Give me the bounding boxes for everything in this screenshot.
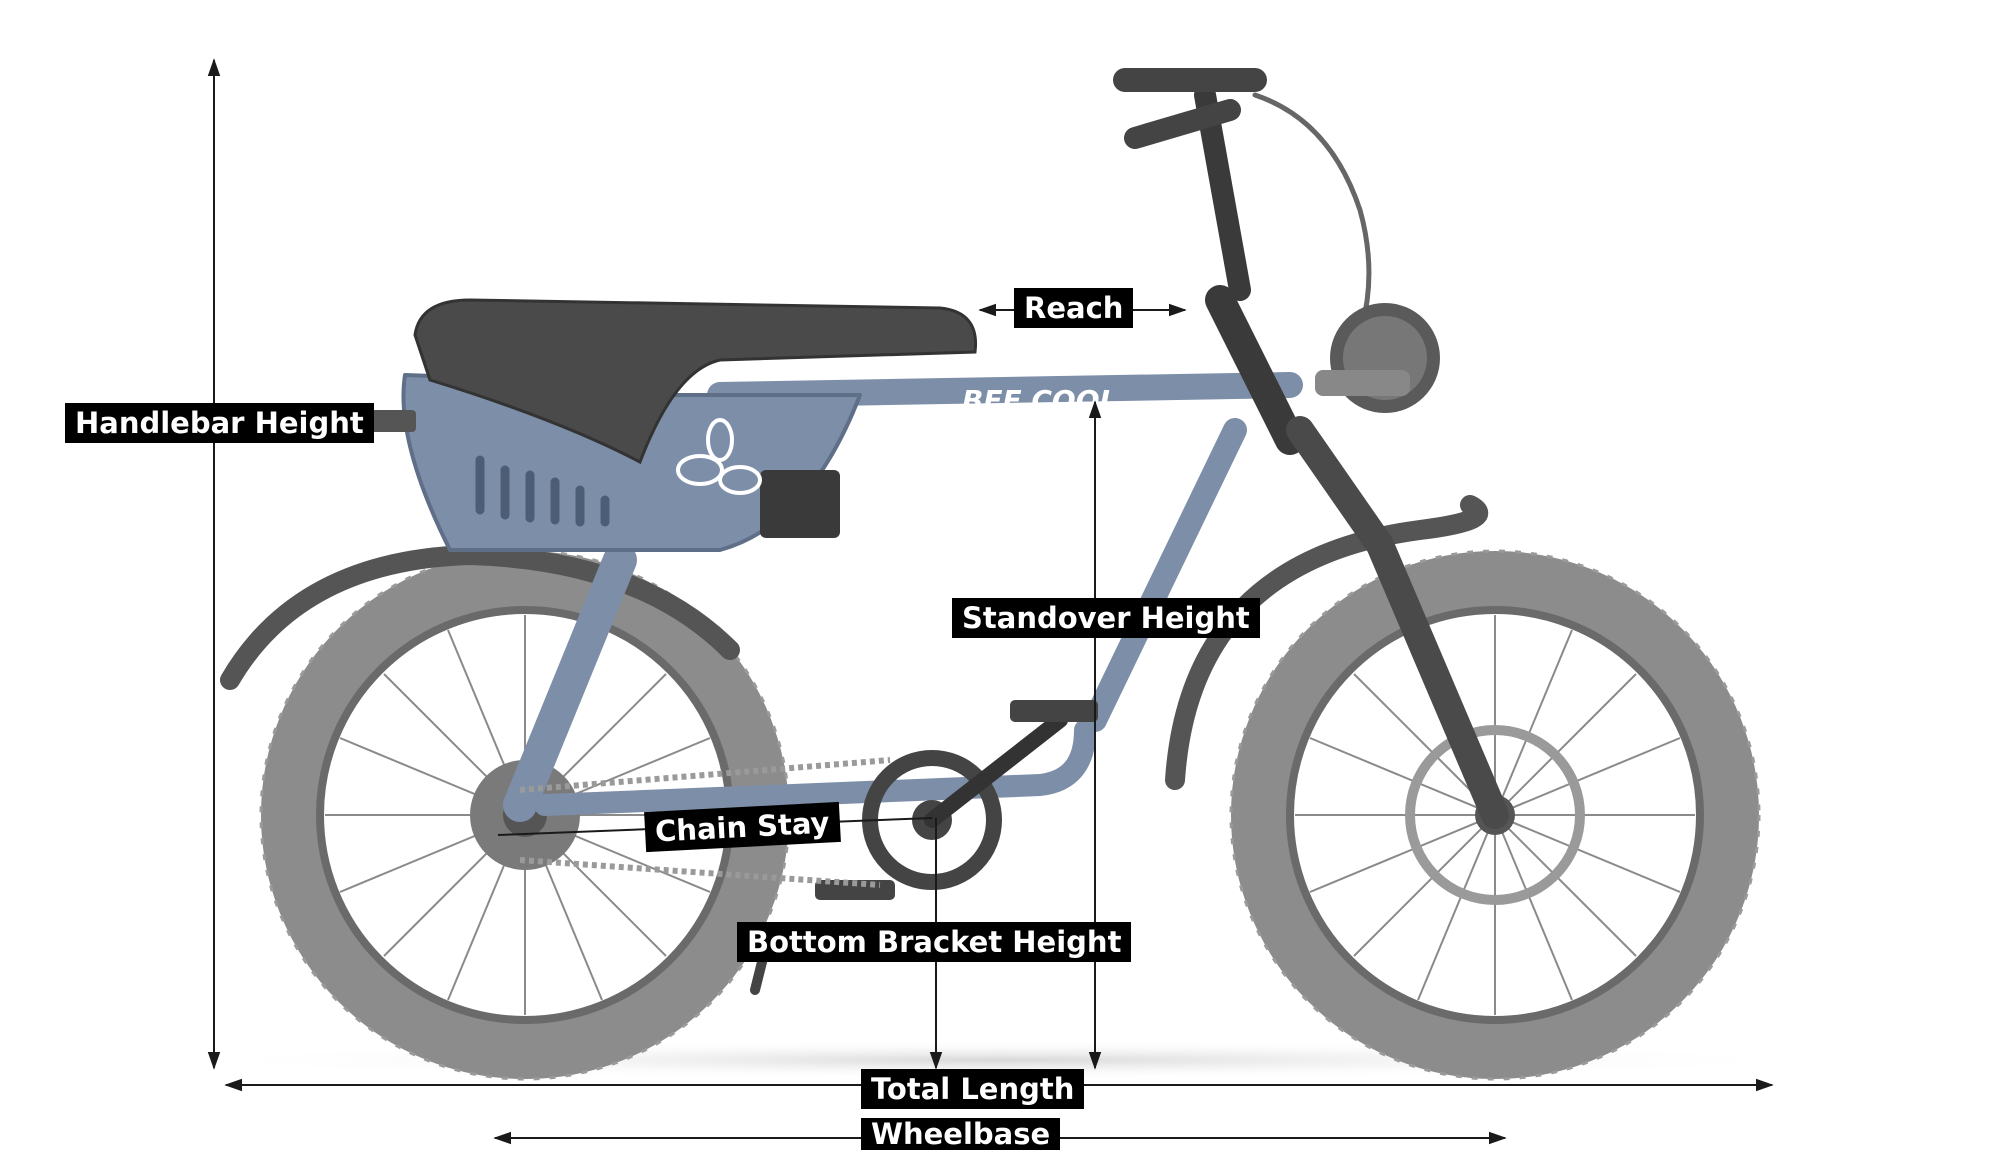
total-length-label: Total Length bbox=[861, 1069, 1085, 1109]
rear-fender bbox=[220, 544, 740, 690]
butterfly-logo bbox=[676, 418, 762, 495]
headlight bbox=[1315, 303, 1440, 413]
rear-footpeg bbox=[368, 410, 416, 432]
bottom-bracket-height-label: Bottom Bracket Height bbox=[737, 922, 1132, 962]
battery-box bbox=[760, 470, 840, 538]
seat bbox=[413, 298, 978, 465]
chain bbox=[519, 757, 891, 888]
standover-height-label: Standover Height bbox=[952, 598, 1260, 638]
reach-label: Reach bbox=[1014, 288, 1134, 328]
bike-frame bbox=[401, 285, 1305, 822]
front-fender bbox=[1165, 495, 1489, 790]
wheelbase-label: Wheelbase bbox=[861, 1118, 1061, 1150]
front-fork bbox=[1286, 416, 1509, 829]
handlebar-height-label: Handlebar Height bbox=[65, 403, 374, 443]
